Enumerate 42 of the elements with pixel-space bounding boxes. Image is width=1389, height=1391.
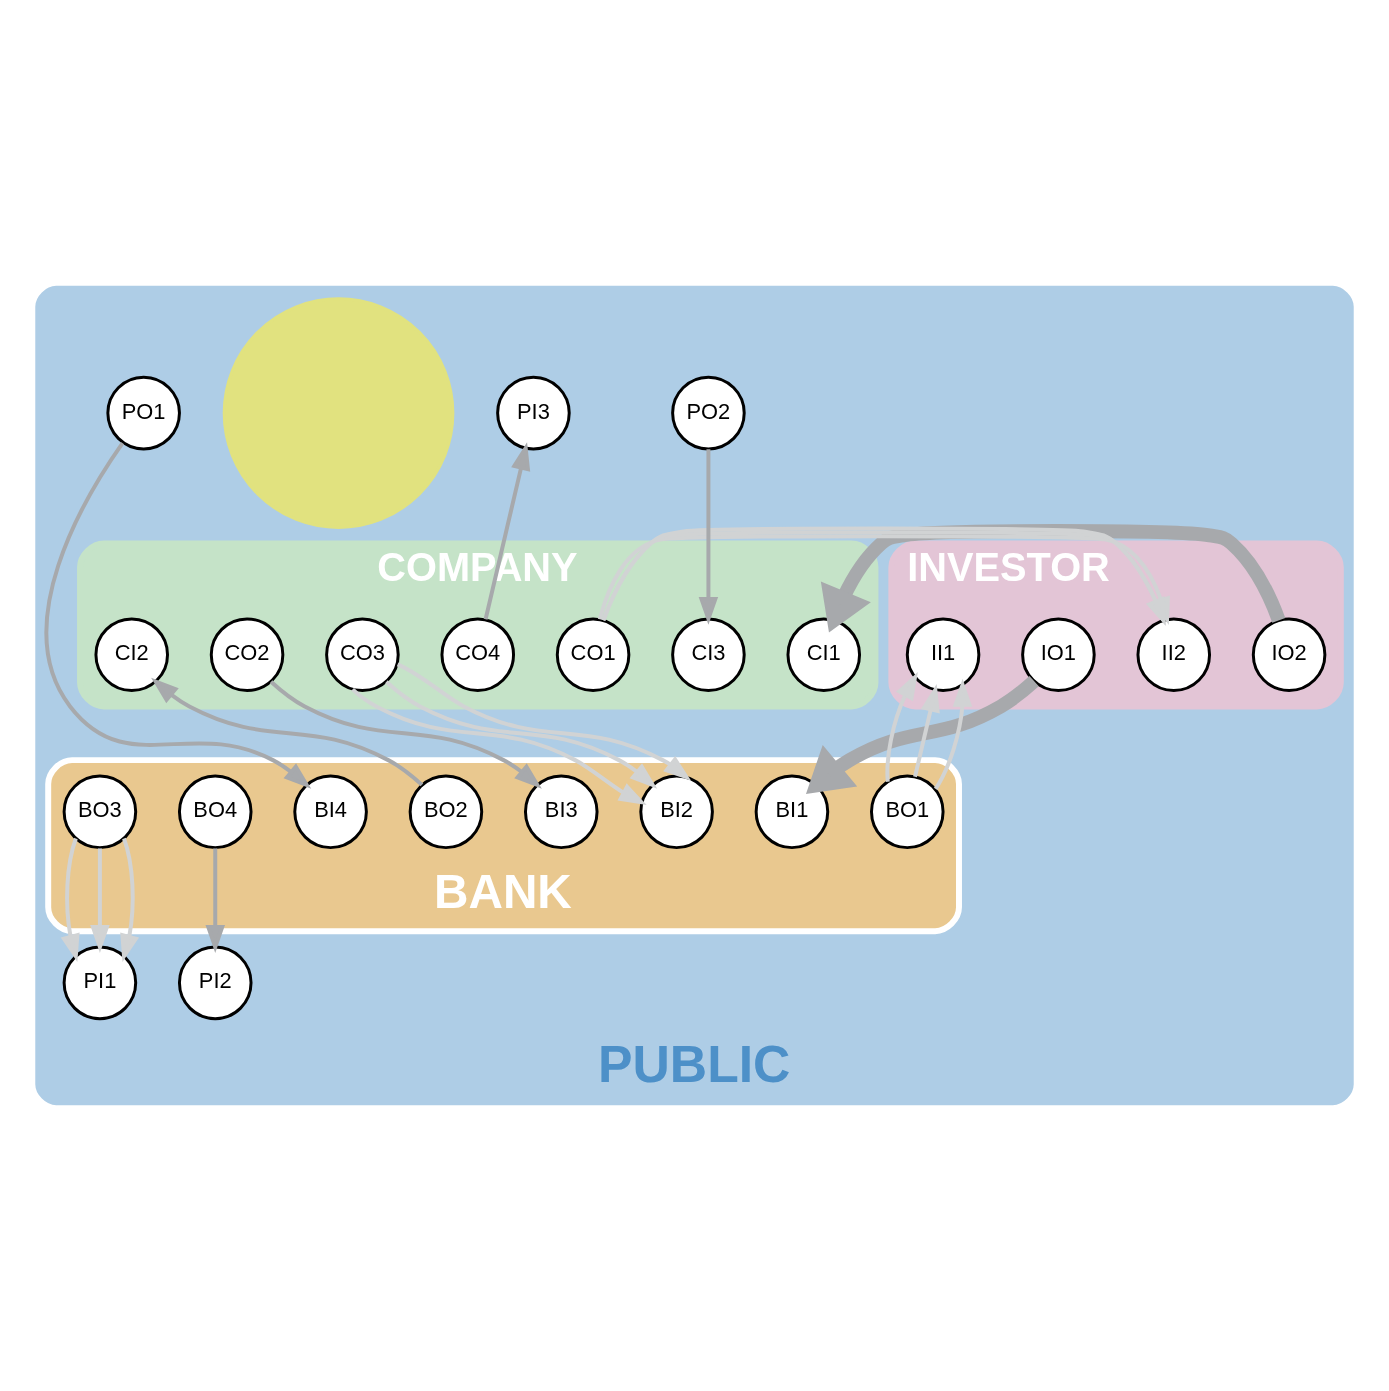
node-circle: IO2 [1251,617,1327,692]
node-circle: BI2 [639,774,714,850]
node-circle: BO1 [870,774,945,850]
arrow [205,848,225,953]
arrow [933,678,973,790]
node-circle: BI1 [754,774,830,850]
node-circle: BI4 [293,774,368,850]
node-circle: PO2 [671,375,746,451]
arrow [151,677,424,787]
node-circle: CO3 [325,617,400,692]
node-circle: II1 [905,617,981,692]
node-circle: CI3 [671,617,746,692]
node-circle: II2 [1136,617,1212,692]
node-circle: BI3 [524,774,599,850]
arrow [396,662,692,781]
arrow [120,837,140,962]
node-circle: PI1 [62,945,138,1021]
node-circle: BO3 [62,774,138,850]
node-circle: PI2 [177,945,253,1021]
arrow [805,676,1039,794]
arrow [820,524,1286,633]
arrow [385,680,658,789]
node-circle: CI1 [786,617,862,692]
node-circle: CI2 [94,617,169,692]
arrow [60,837,80,962]
node-circle [222,297,455,529]
arrow [44,442,312,789]
node-circle: PI3 [496,375,571,451]
arrow [351,687,647,806]
node-circle: CO1 [555,617,631,692]
node-circle: CO4 [440,617,516,692]
arrow [90,848,110,953]
arrow [698,449,719,625]
node-circle: PO1 [106,375,181,451]
arrow [913,684,940,778]
node-circle: IO1 [1021,617,1096,692]
node-circle: CO2 [209,617,285,692]
node-circle: BO2 [408,774,484,850]
arrow [885,672,918,782]
arrow [269,680,542,789]
node-circle: BO4 [177,774,253,850]
arrow [483,442,531,620]
